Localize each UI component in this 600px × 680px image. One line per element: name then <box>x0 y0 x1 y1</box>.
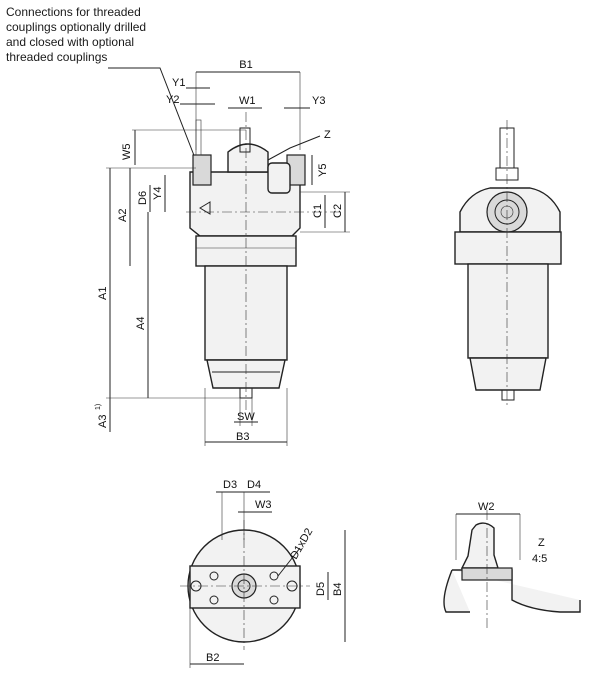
dim-W5: W5 <box>121 144 133 161</box>
top-view: D3 D4 W3 D1xD2 D5 B4 B2 <box>180 479 346 668</box>
dim-D1xD2: D1xD2 <box>288 526 315 561</box>
dim-Y5: Y5 <box>317 164 329 177</box>
detail-body <box>443 569 581 613</box>
port-boss <box>267 162 291 194</box>
detail-z: W2 Z 4:5 <box>443 501 581 630</box>
dim-W3: W3 <box>255 499 272 511</box>
dim-A1: A1 <box>97 287 109 300</box>
side-head-lower <box>454 231 562 265</box>
dim-Y2: Y2 <box>166 94 179 106</box>
dim-A2: A2 <box>117 209 129 222</box>
dim-D4: D4 <box>247 479 261 491</box>
dim-D3: D3 <box>223 479 237 491</box>
dim-A4: A4 <box>135 317 147 330</box>
dim-Y3: Y3 <box>312 95 325 107</box>
dim-A3: A3 <box>97 415 109 428</box>
dim-B4: B4 <box>332 583 344 596</box>
threaded-couplings-note: Connections for threaded couplings optio… <box>6 5 181 65</box>
dim-C2: C2 <box>332 204 344 218</box>
dim-B3: B3 <box>236 431 249 443</box>
note-line-2: couplings optionally drilled <box>6 20 147 34</box>
side-bowl <box>467 263 549 359</box>
note-leader <box>108 67 196 159</box>
dim-Z: Z <box>324 129 331 141</box>
dim-D5: D5 <box>315 582 327 596</box>
dim-SW: SW <box>237 411 255 423</box>
note-line-3: and closed with optional <box>6 35 135 49</box>
vent-plug <box>239 127 251 153</box>
dim-D6: D6 <box>137 191 149 205</box>
dim-B1: B1 <box>239 59 252 71</box>
central-boss <box>227 143 269 173</box>
detail-z-label: Z <box>538 537 545 549</box>
note-line-4: threaded couplings <box>6 50 108 64</box>
side-view <box>454 120 562 408</box>
front-view: B1 Y1 Y2 W1 Y3 Z W5 Y5 D6 Y4 A2 C1 <box>95 59 350 446</box>
side-bowl-bottom <box>469 357 547 391</box>
dim-B2: B2 <box>206 652 219 664</box>
dim-A3-footnote: 1) <box>95 404 102 410</box>
left-coupling <box>192 154 212 186</box>
detail-z-scale: 4:5 <box>532 553 547 565</box>
dim-Y1: Y1 <box>172 77 185 89</box>
dim-W2: W2 <box>478 501 495 513</box>
note-line-1: Connections for threaded <box>6 5 141 19</box>
dim-W1: W1 <box>239 95 256 107</box>
dim-C1: C1 <box>312 204 324 218</box>
detail-boss <box>460 522 499 569</box>
dim-Y4: Y4 <box>152 187 164 200</box>
